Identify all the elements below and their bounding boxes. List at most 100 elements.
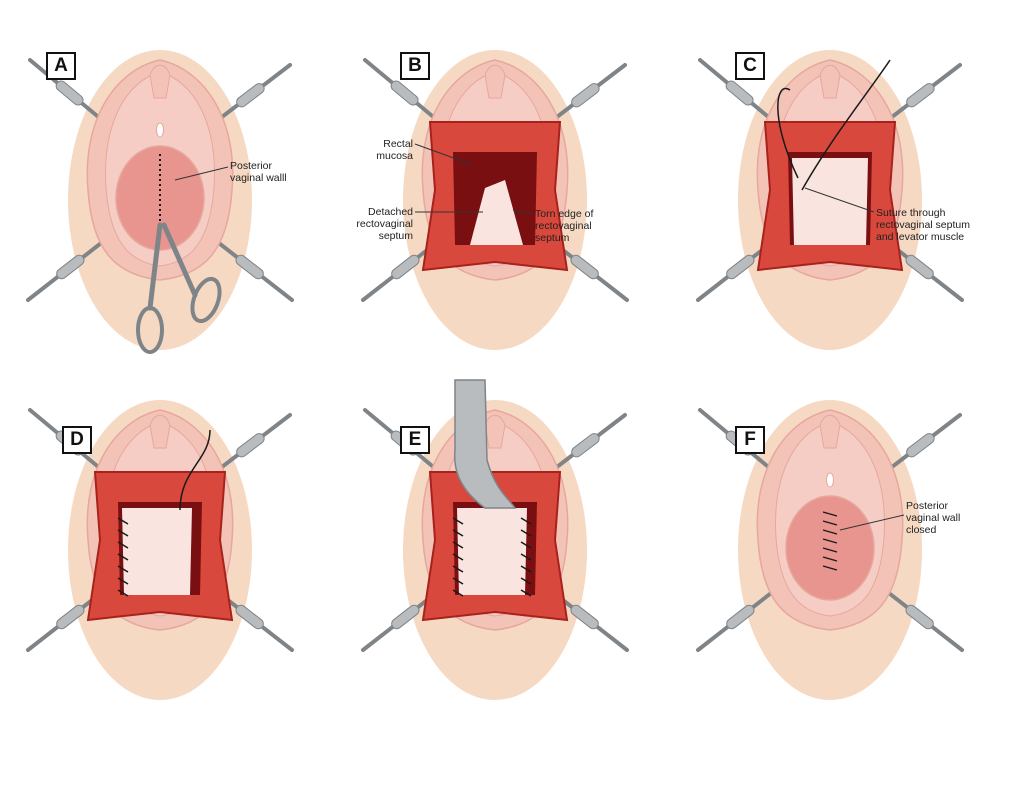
panel-b: B Rectal mucosa Detached rectovaginal se… [345,40,645,370]
anatomy [26,400,294,700]
urethral-opening [826,472,834,488]
retractor-blade [453,379,517,509]
suture-stitch-right [520,589,532,597]
retractor-arm-top-right-grip [236,83,265,108]
scissors-ring-b [190,276,222,324]
suture-stitch-right [520,577,532,585]
suture-stitch [117,589,129,597]
suture-stitch [117,553,129,561]
suture-stitch-left [452,565,464,573]
callout-posterior-vaginal-wall: Posterior vaginal walll [230,160,287,184]
retractor-arm-bottom-left-grip [391,604,420,630]
anatomy [361,50,629,350]
scissors-blade-a [147,222,163,311]
urethral-opening [156,122,164,138]
panel-d: D [10,390,310,720]
panel-f-label: F [735,426,765,454]
retractor-arm-bottom-right-grip [235,604,264,630]
retractor-arm-bottom-right-grip [905,604,934,630]
retractor-arm-top-left-grip [390,80,419,106]
suture-stitch-left [452,577,464,585]
suture-stitch-right [520,553,532,561]
suture-stitch-right [520,529,532,537]
scissors [136,222,222,354]
callout-leader [804,187,875,213]
panel-c-label: C [735,52,765,80]
retractor-arm-top-right-grip [571,433,600,458]
anatomy [361,379,629,700]
clitoral-hood [149,414,171,449]
suture-stitch-right [520,565,532,573]
callout-leader [839,514,905,531]
retractor-arm-bottom-right-grip [570,604,599,630]
panel-b-illustration [361,50,629,350]
suture-thread [179,429,211,511]
retractor-arm-top-right-grip [906,433,935,458]
retractor-arm-bottom-right-grip [235,254,264,280]
clitoral-hood [819,64,841,99]
scissors-ring-a [136,306,164,354]
suture-stitch [117,529,129,537]
vaginal-introitus [785,495,875,601]
closure-stitch [822,565,838,571]
closure-stitch [822,538,838,544]
suture-stitch [117,541,129,549]
clitoral-hood [149,64,171,99]
septum-surface [457,508,527,595]
closure-stitch [822,520,838,526]
suture-stitch-right [520,517,532,525]
retractor-arm-top-right-grip [906,83,935,108]
retractor-arm-bottom-left-grip [56,604,85,630]
panel-d-label: D [62,426,92,454]
callout-leader [174,166,229,181]
panel-c-illustration [696,50,964,350]
anatomy [696,400,964,700]
callout-detached-rectovaginal-septum: Detached rectovaginal septum [356,206,413,242]
clitoral-hood [819,414,841,449]
retractor-arm-bottom-left-grip [56,254,85,280]
panel-b-label: B [400,52,430,80]
panel-a-label: A [46,52,76,80]
panel-a: A Posterior vaginal walll [10,40,310,370]
panel-a-illustration [26,50,294,354]
panel-f-illustration [696,400,964,700]
callout-posterior-vaginal-wall-closed: Posterior vaginal wall closed [906,500,961,536]
leader-torn-edge [512,209,534,215]
panel-e-label: E [400,426,430,454]
clitoral-hood [484,64,506,99]
closure-stitch [822,529,838,535]
suture-stitch-left [452,589,464,597]
clitoral-hood [484,414,506,449]
panel-d-illustration [26,400,294,700]
retractor-arm-top-left-grip [55,80,84,106]
retractor-arm-bottom-left-grip [726,254,755,280]
retractor-arm-bottom-left-grip [391,254,420,280]
suture-stitch-left [452,529,464,537]
retractor-arm-bottom-right-grip [905,254,934,280]
leader-rectal-mucosa [414,143,474,166]
callout-torn-edge-of-rectovaginal-septum: Torn edge of rectovaginal septum [535,208,594,244]
anatomy [696,50,964,350]
suture-stitch [117,577,129,585]
suture-stitch-left [452,517,464,525]
callout-suture-through-septum: Suture through rectovaginal septum and l… [876,207,970,243]
closure-stitch [822,547,838,553]
septum-surface [122,508,192,595]
retractor-arm-top-right-grip [236,433,265,458]
scissors-blade-b [161,222,198,298]
closure-stitch [822,556,838,562]
panel-c: C Suture through rectovaginal septum and… [680,40,980,370]
closure-stitch [822,511,838,517]
retractor-arm-top-right-grip [571,83,600,108]
suture-stitch-left [452,541,464,549]
suture-stitch [117,517,129,525]
callout-rectal-mucosa: Rectal mucosa [376,138,413,162]
vaginal-introitus [115,145,205,251]
panel-f: F Posterior vaginal wall closed [680,390,980,720]
panel-e-illustration [361,379,629,700]
anatomy [26,50,294,354]
panel-e: E [345,379,645,720]
retractor-arm-bottom-right-grip [570,254,599,280]
retractor-arm-top-left-grip [725,80,754,106]
retractor-arm-bottom-left-grip [726,604,755,630]
